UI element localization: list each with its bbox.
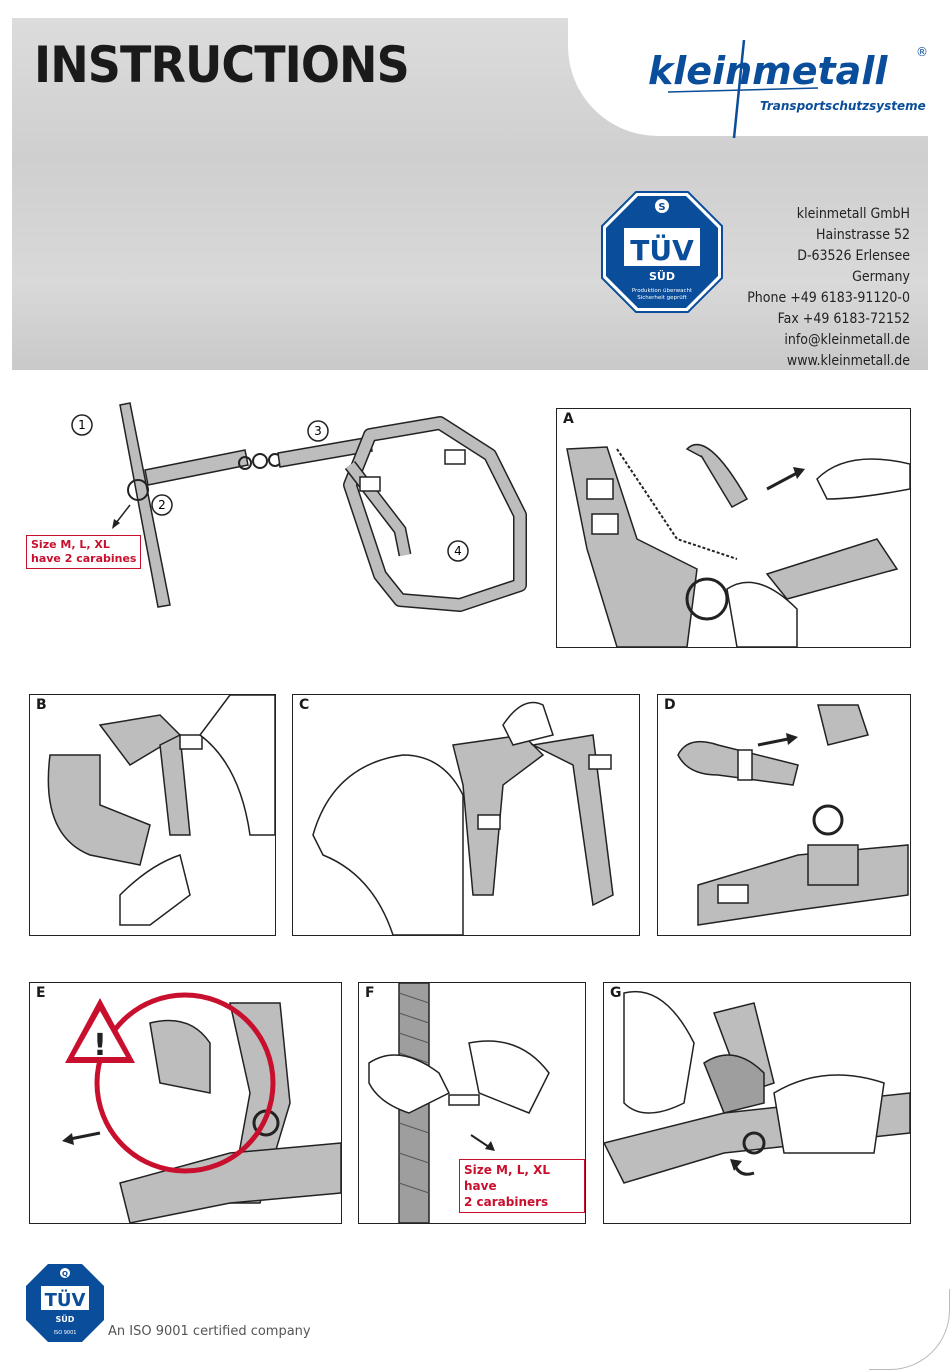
panel-g-label: G [610, 985, 622, 1001]
panel-a-label: A [563, 411, 574, 427]
address-country: Germany [852, 269, 910, 285]
hand-icon [816, 458, 910, 500]
dog-paw-icon [119, 854, 191, 926]
overview-number-2: 2 [158, 498, 166, 512]
harness-overview-illustration: 1 2 3 4 Size M, L, XL have 2 carabines [20, 395, 540, 625]
tuv-small-iso: ISO 9001 [54, 1330, 77, 1336]
overview-note-line1: Size M, L, XL [31, 538, 110, 551]
panel-b-illustration [47, 695, 275, 926]
company-address: kleinmetall GmbH Hainstrasse 52 D-63526 … [702, 204, 910, 370]
panel-e: E ! [29, 982, 342, 1224]
tuv-iso-badge: Q TÜV SÜD ISO 9001 [26, 1264, 104, 1342]
panel-c-label: C [299, 697, 310, 713]
tuv-small-main: TÜV [45, 1289, 86, 1311]
hand-icon [623, 990, 695, 1114]
tuv-sub-text: SÜD [649, 269, 675, 283]
panel-f-size-note: Size M, L, XL have 2 carabiners [459, 1159, 585, 1213]
address-street: Hainstrasse 52 [816, 227, 910, 243]
address-email[interactable]: info@kleinmetall.de [784, 332, 910, 348]
brand-tagline: Transportschutzsysteme [760, 99, 926, 113]
address-web[interactable]: www.kleinmetall.de [786, 353, 910, 369]
address-city: D-63526 Erlensee [797, 248, 910, 264]
overview-number-1: 1 [78, 418, 86, 432]
warning-exclamation: ! [93, 1028, 107, 1063]
overview-size-note: Size M, L, XL have 2 carabines [26, 535, 142, 569]
panel-g: G [603, 982, 911, 1224]
panel-f-note-line2: 2 carabiners [464, 1195, 549, 1209]
tuv-small-top: Q [62, 1270, 68, 1278]
panel-a: A [556, 408, 911, 648]
panel-d-arrow-icon [757, 737, 789, 747]
hand-icon [368, 1054, 451, 1114]
overview-note-line2: have 2 carabines [31, 552, 137, 565]
panel-d-illustration [677, 704, 909, 926]
footer-certification-text: An ISO 9001 certified company [108, 1324, 311, 1339]
kleinmetall-logo: kleinmetall ® Transportschutzsysteme [648, 40, 928, 138]
dog-head-icon [312, 754, 464, 935]
panel-c: C [292, 694, 640, 936]
address-fax: Fax +49 6183-72152 [777, 311, 910, 327]
page-title: INSTRUCTIONS [34, 36, 410, 94]
panel-f-illustration [368, 983, 550, 1223]
highlight-circle [94, 992, 276, 1174]
header-logo-area [568, 18, 928, 136]
overview-number-3: 3 [314, 424, 322, 438]
header-banner: INSTRUCTIONS kleinmetall ® Transportschu… [12, 18, 928, 370]
hand-icon [502, 701, 554, 746]
panel-e-arrow-icon [69, 1131, 101, 1141]
brand-name: kleinmetall [648, 49, 888, 93]
panel-e-label: E [36, 985, 46, 1001]
tuv-top-letter: S [658, 202, 665, 213]
panel-f-note-line1: Size M, L, XL have [464, 1163, 551, 1193]
tuv-small-sub: SÜD [56, 1314, 75, 1324]
tuv-sud-badge: S TÜV SÜD Produktion überwacht Sicherhei… [601, 191, 723, 313]
panel-f-arrow-icon [470, 1134, 490, 1148]
panel-a-illustration [566, 443, 910, 647]
panel-d: D [657, 694, 911, 936]
tuv-line1: Produktion überwacht [632, 288, 693, 294]
overview-arrow-icon [115, 504, 131, 524]
page-corner-decoration [869, 1289, 950, 1370]
panel-f: F Size M, L, XL have 2 carabiners [358, 982, 586, 1224]
panel-f-label: F [365, 985, 375, 1001]
address-phone: Phone +49 6183-91120-0 [747, 290, 910, 306]
panel-e-illustration: ! [62, 992, 341, 1223]
panel-g-illustration [604, 990, 910, 1184]
tuv-main-text: TÜV [630, 233, 694, 267]
address-company: kleinmetall GmbH [796, 206, 910, 222]
panel-d-label: D [664, 697, 676, 713]
overview-number-4: 4 [454, 544, 462, 558]
registered-mark: ® [916, 45, 928, 59]
panel-b-label: B [36, 697, 47, 713]
tuv-line2: Sicherheit geprüft [637, 295, 687, 301]
panel-c-illustration [312, 701, 614, 935]
panel-a-arrow-icon [766, 471, 798, 491]
panel-b: B [29, 694, 276, 936]
